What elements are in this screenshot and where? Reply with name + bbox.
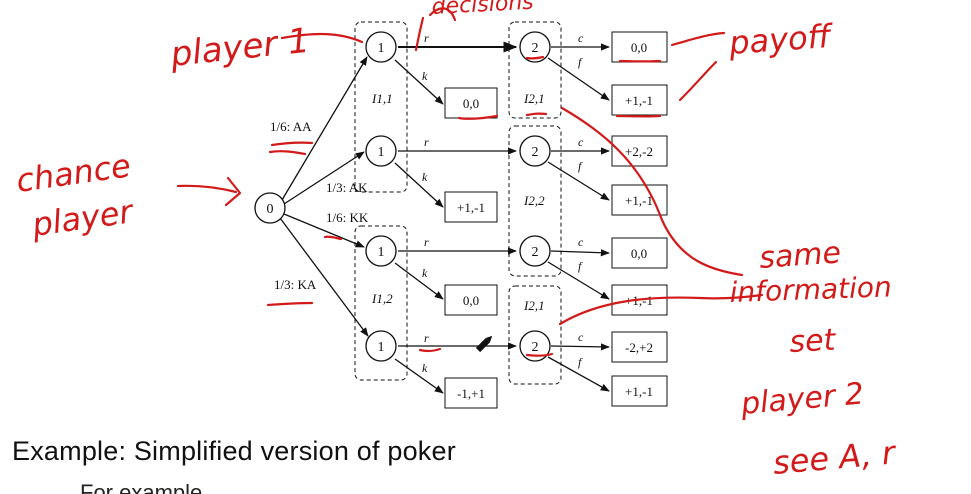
svg-text:player 2: player 2 bbox=[739, 376, 866, 422]
svg-text:set: set bbox=[789, 323, 838, 360]
p2-node-3: 2 bbox=[519, 235, 551, 267]
svg-text:0,0: 0,0 bbox=[631, 40, 647, 55]
svg-text:+1,-1: +1,-1 bbox=[625, 384, 653, 399]
caption-continuation: For example, ... bbox=[80, 480, 233, 494]
p2-action-labels: c c c c f f f f bbox=[578, 31, 584, 369]
svg-text:+1,-1: +1,-1 bbox=[457, 200, 485, 215]
svg-text:+1,-1: +1,-1 bbox=[625, 193, 653, 208]
svg-text:c: c bbox=[578, 31, 584, 45]
chance-edges bbox=[279, 56, 369, 337]
svg-text:I2,2: I2,2 bbox=[523, 193, 545, 208]
svg-text:0,0: 0,0 bbox=[631, 246, 647, 261]
svg-text:f: f bbox=[578, 259, 583, 273]
svg-text:player 1: player 1 bbox=[168, 21, 312, 75]
p2-node-4: 2 bbox=[519, 330, 551, 362]
svg-text:-2,+2: -2,+2 bbox=[625, 340, 653, 355]
svg-text:c: c bbox=[578, 135, 584, 149]
svg-text:same: same bbox=[758, 235, 842, 276]
payoff-leaves-check: 0,0 +1,-1 0,0 -1,+1 bbox=[444, 87, 498, 409]
svg-text:-1,+1: -1,+1 bbox=[457, 386, 485, 401]
svg-text:r: r bbox=[424, 31, 429, 45]
p1-node-ka: 1 bbox=[365, 330, 397, 362]
svg-text:1: 1 bbox=[378, 340, 385, 355]
caption: Example: Simplified version of poker bbox=[12, 436, 456, 466]
svg-text:r: r bbox=[424, 331, 429, 345]
p2-edges bbox=[547, 43, 610, 392]
svg-text:f: f bbox=[578, 159, 583, 173]
svg-text:f: f bbox=[578, 355, 583, 369]
ink-words: player 1 decisions payoff chance player … bbox=[14, 0, 898, 482]
svg-text:I2,1: I2,1 bbox=[523, 298, 545, 313]
svg-text:0,0: 0,0 bbox=[463, 293, 479, 308]
svg-text:k: k bbox=[422, 361, 428, 375]
svg-text:2: 2 bbox=[532, 145, 539, 160]
chance-label-aa: 1/6: AA bbox=[270, 119, 312, 134]
p1-node-kk: 1 bbox=[365, 235, 397, 267]
p1-action-labels: r r r r k k k k bbox=[422, 31, 429, 375]
p2-node-2: 2 bbox=[519, 135, 551, 167]
svg-text:player: player bbox=[29, 192, 137, 244]
svg-text:c: c bbox=[578, 330, 584, 344]
pen-cursor-icon bbox=[475, 335, 493, 353]
svg-text:decisions: decisions bbox=[431, 0, 534, 20]
svg-text:r: r bbox=[424, 135, 429, 149]
svg-text:1: 1 bbox=[378, 145, 385, 160]
infoset-labels: I1,1 I1,2 I2,1 I2,2 I2,1 bbox=[371, 91, 545, 313]
svg-text:k: k bbox=[422, 69, 428, 83]
chance-label-ak: 1/3: AK bbox=[326, 180, 368, 195]
infoset-box-p2-bottom bbox=[508, 285, 562, 385]
p1-check-edges bbox=[394, 59, 444, 394]
infoset-box-p1-top bbox=[354, 21, 408, 193]
p2-node-1: 2 bbox=[519, 31, 551, 63]
svg-text:k: k bbox=[422, 266, 428, 280]
svg-text:r: r bbox=[424, 235, 429, 249]
svg-text:f: f bbox=[578, 55, 583, 69]
p1-node-aa: 1 bbox=[365, 31, 397, 63]
p1-node-ak: 1 bbox=[365, 135, 397, 167]
svg-text:0: 0 bbox=[267, 202, 274, 217]
svg-text:+2,-2: +2,-2 bbox=[625, 144, 653, 159]
ink-annotations bbox=[176, 7, 764, 357]
svg-text:0,0: 0,0 bbox=[463, 96, 479, 111]
svg-text:see A, r: see A, r bbox=[771, 433, 898, 482]
svg-text:2: 2 bbox=[532, 340, 539, 355]
svg-text:+1,-1: +1,-1 bbox=[625, 93, 653, 108]
chance-label-kk: 1/6: KK bbox=[326, 210, 369, 225]
svg-text:I2,1: I2,1 bbox=[523, 91, 545, 106]
svg-text:2: 2 bbox=[532, 41, 539, 56]
svg-text:1: 1 bbox=[378, 245, 385, 260]
svg-text:2: 2 bbox=[532, 245, 539, 260]
svg-text:I1,2: I1,2 bbox=[371, 291, 393, 306]
svg-text:k: k bbox=[422, 170, 428, 184]
chance-label-ka: 1/3: KA bbox=[274, 277, 317, 292]
svg-text:1: 1 bbox=[378, 41, 385, 56]
payoff-leaves-p2: 0,0 +1,-1 +2,-2 +1,-1 0,0 +1,-1 -2,+2 +1… bbox=[611, 31, 668, 407]
infoset-box-p2-top bbox=[508, 21, 562, 119]
svg-text:I1,1: I1,1 bbox=[371, 91, 393, 106]
svg-text:payoff: payoff bbox=[727, 17, 836, 62]
infoset-box-p1-bottom bbox=[354, 225, 408, 381]
chance-node: 0 bbox=[254, 192, 286, 224]
svg-text:information: information bbox=[729, 270, 892, 309]
svg-text:c: c bbox=[578, 235, 584, 249]
svg-text:chance: chance bbox=[14, 146, 133, 200]
